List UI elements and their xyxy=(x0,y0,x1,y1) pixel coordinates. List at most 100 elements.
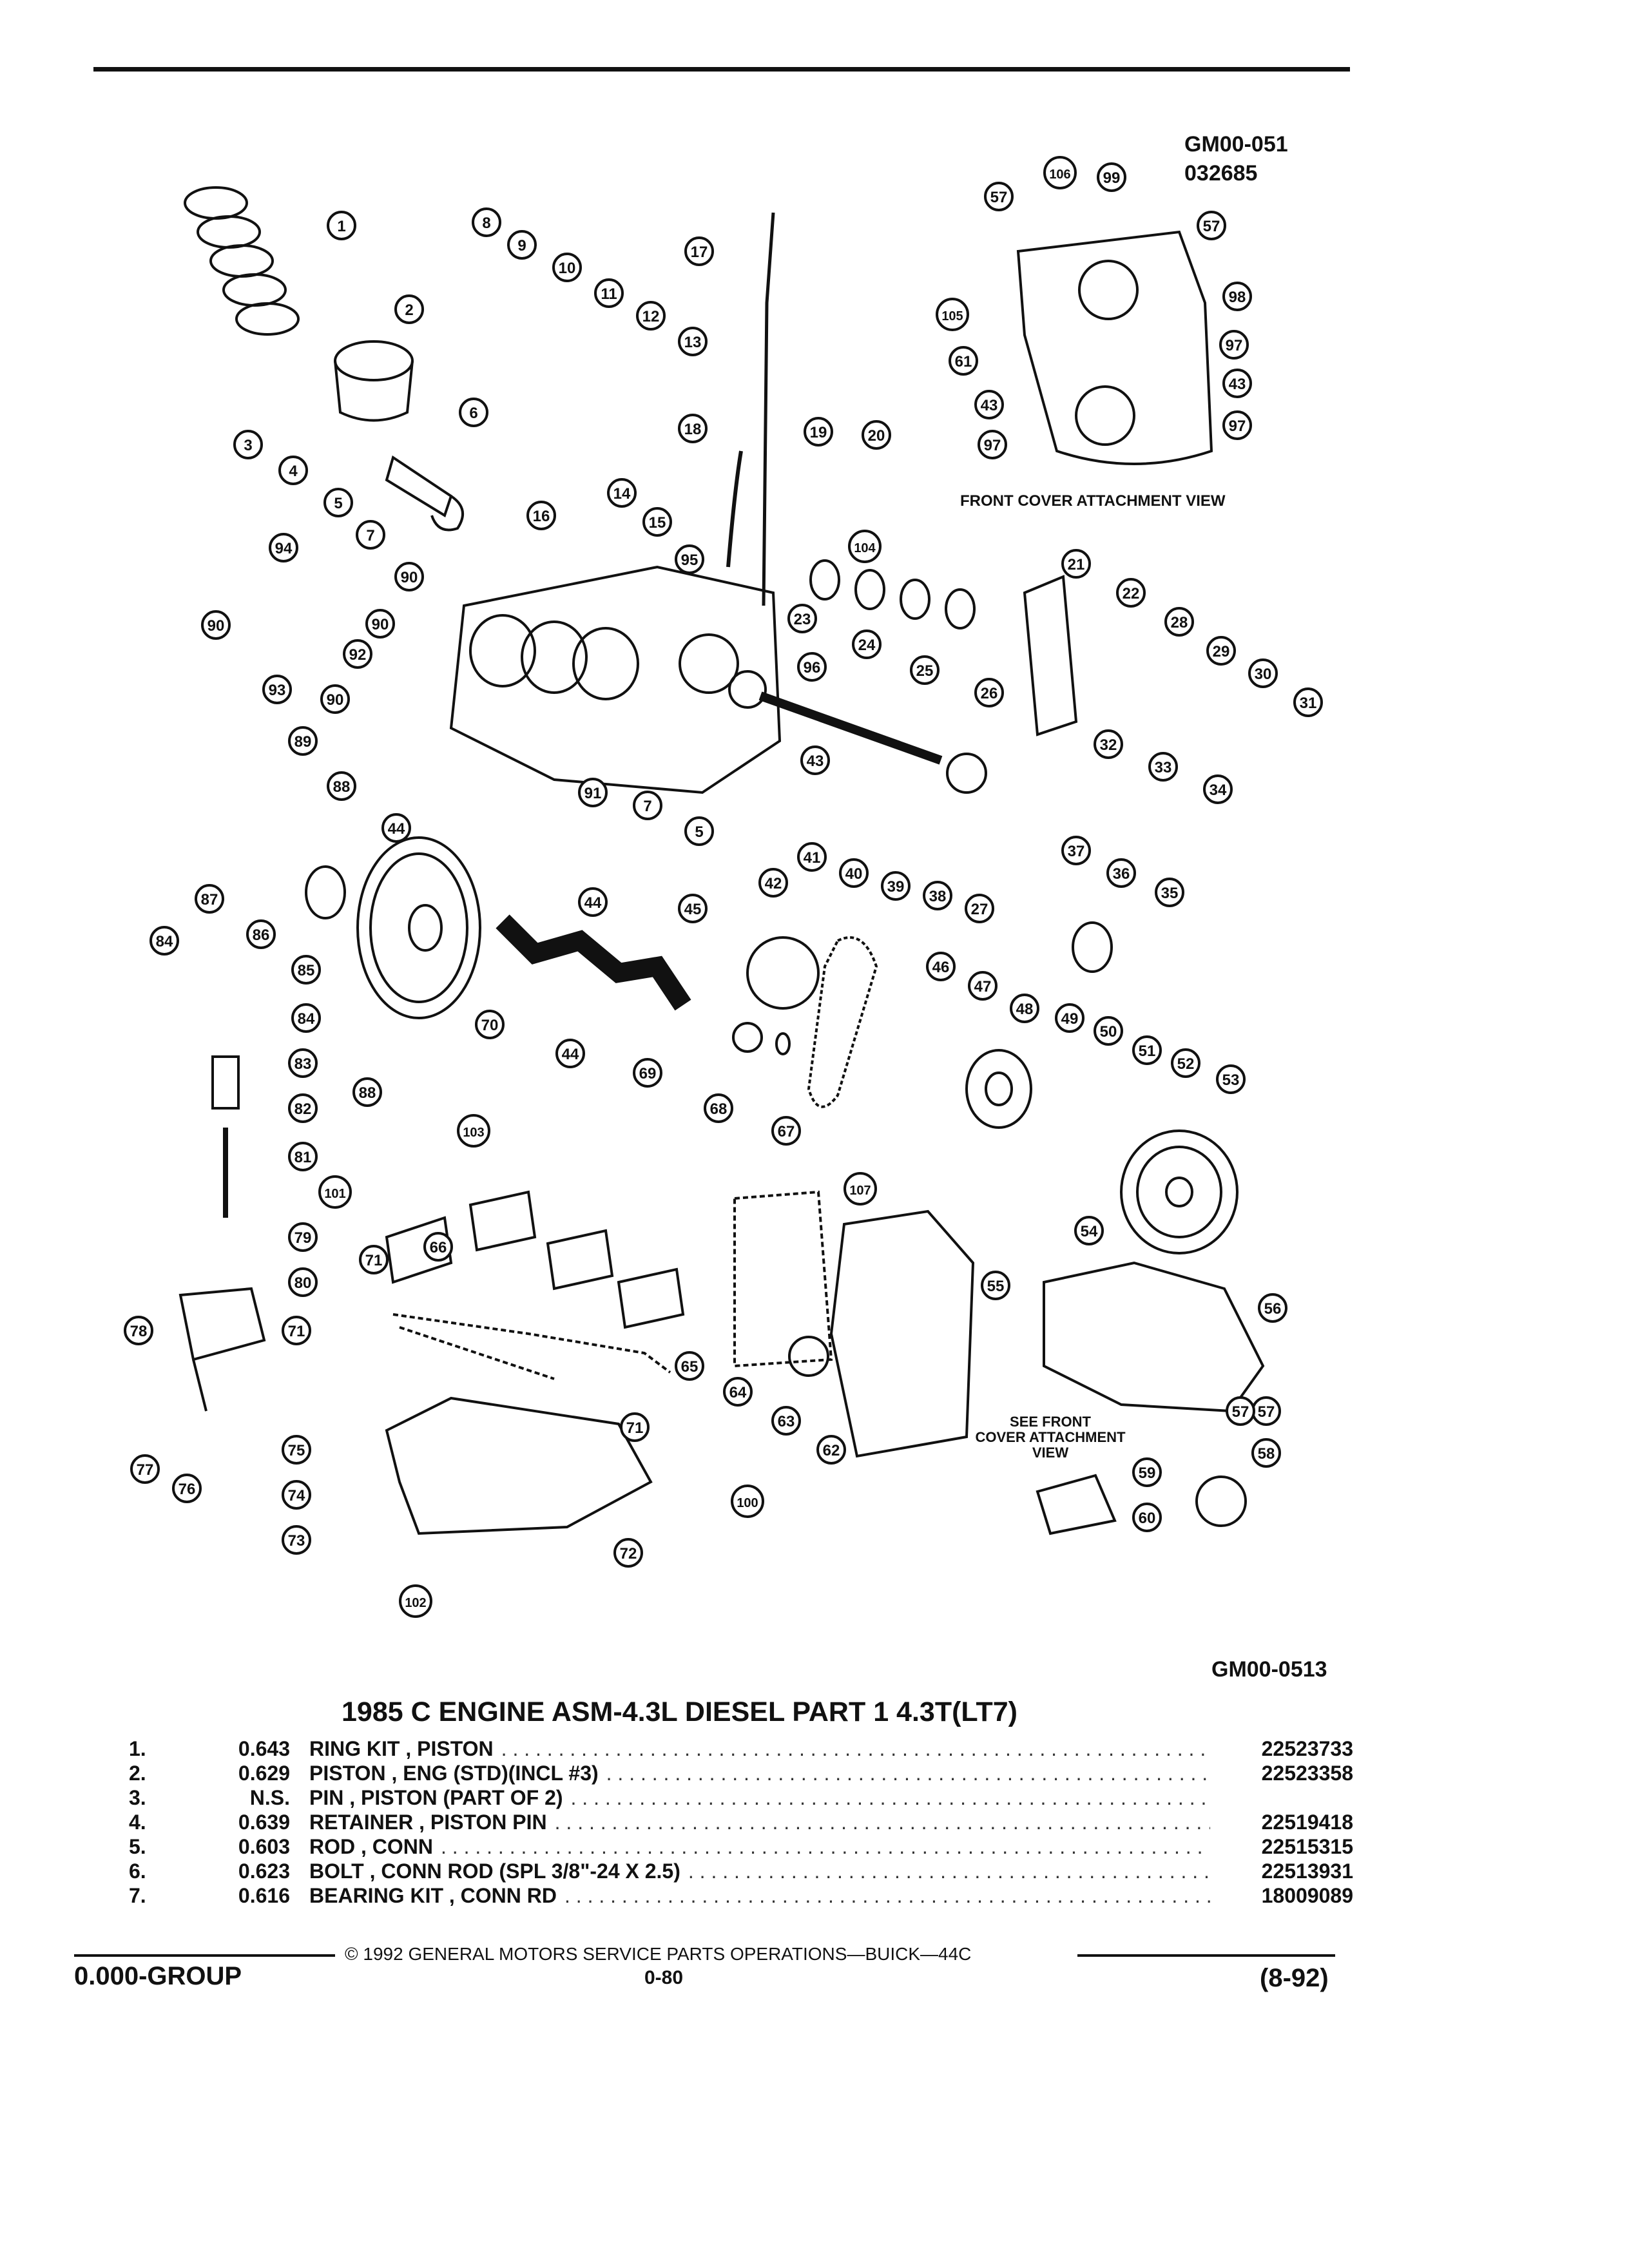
callout-number: 105 xyxy=(941,309,963,323)
callout-number: 90 xyxy=(327,691,344,709)
part-number: 18009089 xyxy=(1261,1884,1353,1907)
callout-number: 57 xyxy=(1258,1403,1275,1421)
callout-15: 15 xyxy=(642,507,672,537)
callout-78: 78 xyxy=(124,1316,153,1345)
callout-number: 56 xyxy=(1264,1300,1282,1318)
dot-leader: . . . . . . . . . . . . . . . . . . . . … xyxy=(570,1786,1210,1809)
callout-36: 36 xyxy=(1106,858,1136,888)
callout-number: 13 xyxy=(684,334,702,351)
parts-list-row: 4. 0.639 RETAINER , PISTON PIN . . . . .… xyxy=(129,1811,1353,1835)
top-rule xyxy=(93,67,1350,72)
callout-22: 22 xyxy=(1116,578,1146,608)
callout-24: 24 xyxy=(852,629,882,659)
callout-66: 66 xyxy=(423,1232,453,1262)
oil-pan-art xyxy=(385,1396,653,1535)
callout-number: 86 xyxy=(253,927,270,944)
parts-list-title: 1985 C ENGINE ASM-4.3L DIESEL PART 1 4.3… xyxy=(342,1696,1017,1727)
callout-number: 81 xyxy=(294,1149,312,1166)
washer-67-art xyxy=(775,1032,791,1055)
callout-46: 46 xyxy=(926,952,956,981)
callout-23: 23 xyxy=(787,604,817,633)
callout-number: 57 xyxy=(1232,1403,1249,1421)
callout-number: 15 xyxy=(649,514,666,532)
callout-number: 61 xyxy=(955,353,972,370)
front-cover-art xyxy=(829,1209,975,1458)
dipstick-tube-art xyxy=(726,450,743,568)
callout-33: 33 xyxy=(1148,752,1178,782)
callout-60: 60 xyxy=(1132,1503,1162,1532)
bracket-art xyxy=(1036,1474,1117,1535)
callout-69: 69 xyxy=(633,1058,662,1088)
parts-list: 1. 0.643 RING KIT , PISTON . . . . . . .… xyxy=(129,1737,1353,1908)
callout-63: 63 xyxy=(771,1406,801,1436)
callout-3: 3 xyxy=(233,430,263,459)
callout-27: 27 xyxy=(965,894,994,923)
callout-number: 24 xyxy=(858,637,876,654)
front-cover-caption: FRONT COVER ATTACHMENT VIEW xyxy=(960,492,1226,510)
callout-number: 35 xyxy=(1161,885,1179,902)
catalog-code: 0.623 xyxy=(238,1860,290,1883)
callout-number: 18 xyxy=(684,421,702,438)
callout-number: 30 xyxy=(1255,666,1272,683)
callout-number: 65 xyxy=(681,1358,699,1376)
callout-number: 12 xyxy=(642,308,660,325)
engine-parts-art xyxy=(178,186,1265,1535)
callout-number: 72 xyxy=(620,1545,637,1562)
see-front-cover-caption: SEE FRONT COVER ATTACHMENT VIEW xyxy=(975,1414,1126,1461)
callout-number: 76 xyxy=(178,1481,196,1498)
callout-44: 44 xyxy=(555,1039,585,1068)
callout-number: 85 xyxy=(298,962,315,979)
callout-37: 37 xyxy=(1061,836,1091,865)
callout-97: 97 xyxy=(978,430,1007,459)
pulley-art xyxy=(1120,1129,1239,1254)
callout-number: 57 xyxy=(990,189,1008,206)
callout-number: 52 xyxy=(1177,1055,1195,1073)
callout-42: 42 xyxy=(758,868,788,898)
parts-list-row: 1. 0.643 RING KIT , PISTON . . . . . . .… xyxy=(129,1737,1353,1762)
callout-number: 27 xyxy=(971,901,988,918)
callout-103: 103 xyxy=(457,1114,490,1148)
callout-number: 68 xyxy=(710,1100,728,1118)
callout-number: 31 xyxy=(1300,695,1317,712)
callout-100: 100 xyxy=(731,1485,764,1518)
idler-pulley-art xyxy=(1195,1475,1247,1527)
callout-95: 95 xyxy=(675,544,704,574)
callout-number: 29 xyxy=(1213,643,1230,660)
callout-93: 93 xyxy=(262,675,292,704)
callout-number: 43 xyxy=(807,753,824,770)
callout-86: 86 xyxy=(246,919,276,949)
callout-10: 10 xyxy=(552,253,582,282)
callout-number: 11 xyxy=(601,285,617,303)
engine-block-art xyxy=(449,565,782,794)
callout-number: 66 xyxy=(430,1239,447,1256)
part-description: BEARING KIT , CONN RD xyxy=(309,1884,557,1907)
callout-9: 9 xyxy=(507,230,537,260)
timing-chain-art xyxy=(807,936,878,1108)
part-description: ROD , CONN xyxy=(309,1835,433,1858)
callout-number: 43 xyxy=(1229,376,1246,393)
callout-number: 1 xyxy=(337,218,345,235)
part-description: RING KIT , PISTON xyxy=(309,1737,494,1760)
callout-number: 41 xyxy=(804,849,821,867)
callout-number: 101 xyxy=(324,1187,345,1201)
callout-number: 7 xyxy=(643,798,651,815)
dipstick-art xyxy=(762,212,775,606)
callout-38: 38 xyxy=(923,881,952,910)
callout-91: 91 xyxy=(578,778,608,807)
dot-leader: . . . . . . . . . . . . . . . . . . . . … xyxy=(606,1762,1210,1785)
parts-list-row: 3. N.S. PIN , PISTON (PART OF 2) . . . .… xyxy=(129,1786,1353,1811)
cam-bearings-art xyxy=(809,559,976,629)
part-number: 22515315 xyxy=(1261,1835,1353,1858)
part-number: 22519418 xyxy=(1261,1811,1353,1834)
callout-number: 14 xyxy=(613,485,631,503)
dot-leader: . . . . . . . . . . . . . . . . . . . . … xyxy=(501,1737,1210,1760)
item-number: 3. xyxy=(129,1786,146,1809)
callout-number: 58 xyxy=(1258,1445,1275,1463)
callout-number: 93 xyxy=(269,682,286,699)
callout-number: 38 xyxy=(929,888,947,905)
callout-number: 95 xyxy=(681,552,699,569)
figure-date-code: 032685 xyxy=(1184,161,1257,186)
callout-1: 1 xyxy=(327,211,356,240)
flywheel-art xyxy=(356,836,481,1019)
item-number: 4. xyxy=(129,1811,146,1834)
